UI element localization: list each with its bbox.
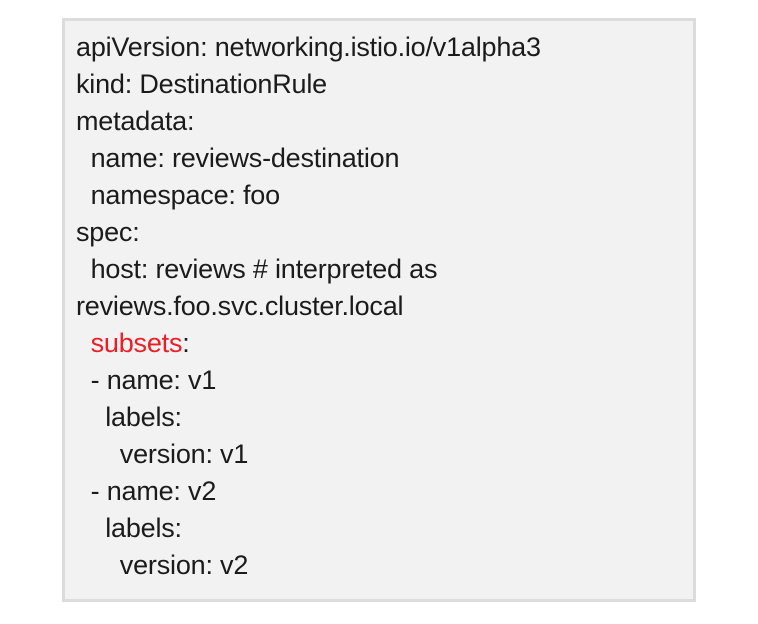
code-segment: host: reviews # interpreted as [76,254,438,284]
code-segment: : [182,328,190,358]
code-segment-highlight: subsets [90,328,183,358]
code-line: host: reviews # interpreted as [76,251,687,288]
code-segment: - name: v1 [76,365,217,395]
code-segment: kind: DestinationRule [76,69,327,99]
code-line: namespace: foo [76,177,687,214]
code-segment [76,328,91,358]
code-segment: name: reviews-destination [76,143,400,173]
code-segment: version: v1 [76,439,249,469]
code-line: metadata: [76,103,687,140]
code-segment: namespace: foo [76,180,281,210]
code-line: - name: v1 [76,362,687,399]
code-line: spec: [76,214,687,251]
yaml-code: apiVersion: networking.istio.io/v1alpha3… [76,29,687,584]
code-segment: labels: [76,513,182,543]
code-line: - name: v2 [76,473,687,510]
code-line: name: reviews-destination [76,140,687,177]
code-segment: reviews.foo.svc.cluster.local [76,291,404,321]
code-line: labels: [76,399,687,436]
code-line: version: v2 [76,547,687,584]
code-segment: version: v2 [76,550,249,580]
code-segment: labels: [76,402,182,432]
code-segment: metadata: [76,106,195,136]
yaml-snippet-box: apiVersion: networking.istio.io/v1alpha3… [62,18,696,602]
code-line: kind: DestinationRule [76,66,687,103]
code-line: apiVersion: networking.istio.io/v1alpha3 [76,29,687,66]
code-line: version: v1 [76,436,687,473]
code-line: labels: [76,510,687,547]
code-line: reviews.foo.svc.cluster.local [76,288,687,325]
code-line: subsets: [76,325,687,362]
code-segment: - name: v2 [76,476,217,506]
code-segment: apiVersion: networking.istio.io/v1alpha3 [76,32,541,62]
code-segment: spec: [76,217,140,247]
